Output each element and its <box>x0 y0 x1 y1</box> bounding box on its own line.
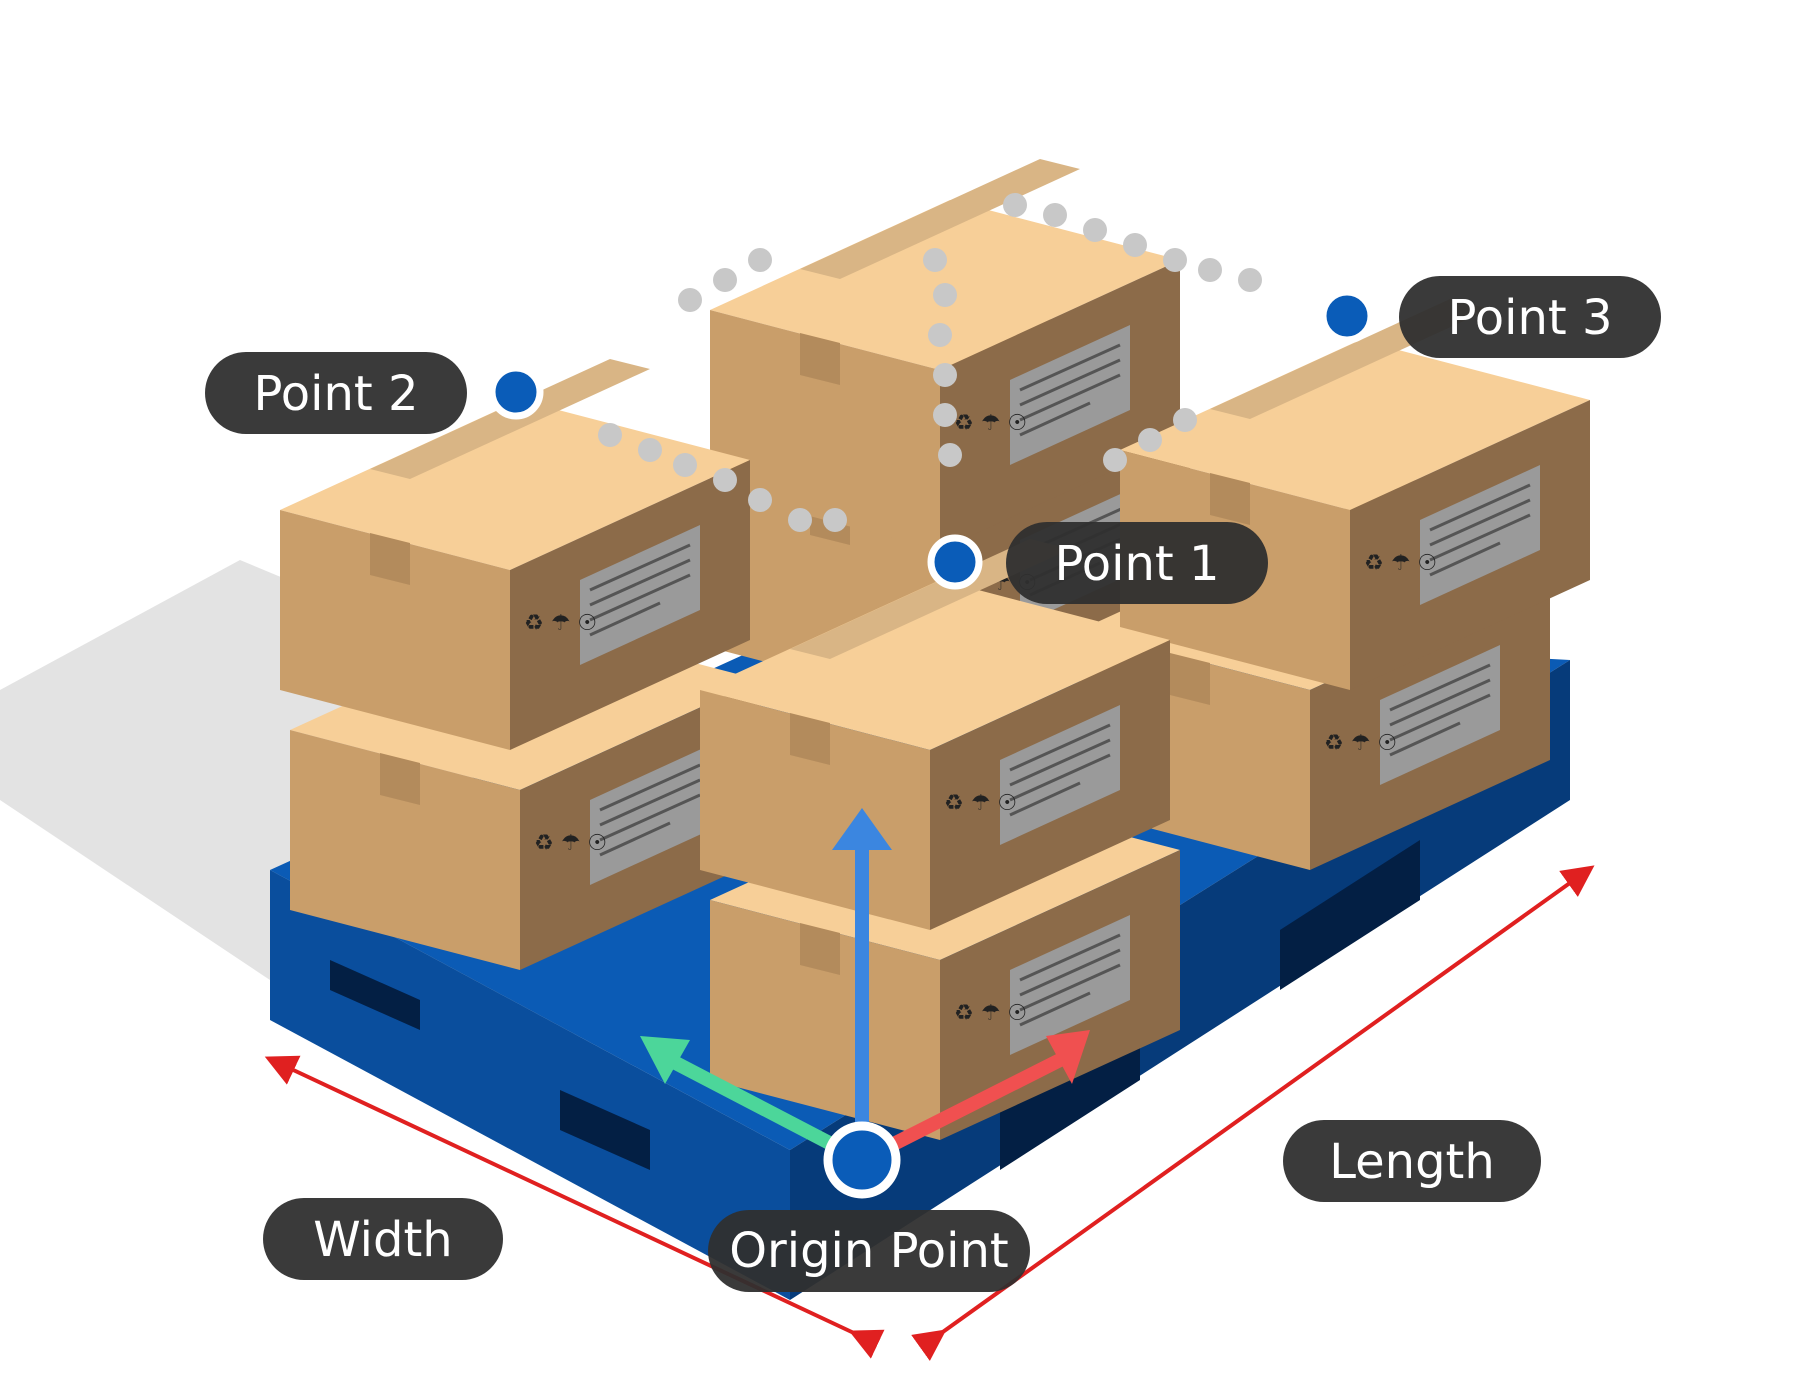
point-3-marker <box>1319 288 1375 344</box>
length-label-text: Length <box>1329 1134 1495 1190</box>
x-axis-arrowhead <box>1046 1030 1090 1084</box>
point-1-marker <box>927 534 983 590</box>
point-3-label-text: Point 3 <box>1448 290 1613 346</box>
width-label: Width <box>263 1198 503 1280</box>
y-axis-arrowhead <box>640 1036 690 1084</box>
point-2-label-text: Point 2 <box>254 366 419 422</box>
length-label: Length <box>1283 1120 1541 1202</box>
z-axis-arrowhead <box>832 808 892 850</box>
point-3-label: Point 3 <box>1399 276 1661 358</box>
origin-point-label: Origin Point <box>708 1210 1030 1292</box>
point-2-marker <box>488 364 544 420</box>
point-1-label: Point 1 <box>1006 522 1268 604</box>
origin-point-marker <box>823 1121 901 1199</box>
width-label-text: Width <box>313 1212 452 1268</box>
point-1-label-text: Point 1 <box>1055 536 1220 592</box>
dotted-path <box>598 193 1262 532</box>
length-dimension-arrow <box>911 865 1595 1361</box>
origin-point-label-text: Origin Point <box>729 1223 1009 1279</box>
point-2-label: Point 2 <box>205 352 467 434</box>
